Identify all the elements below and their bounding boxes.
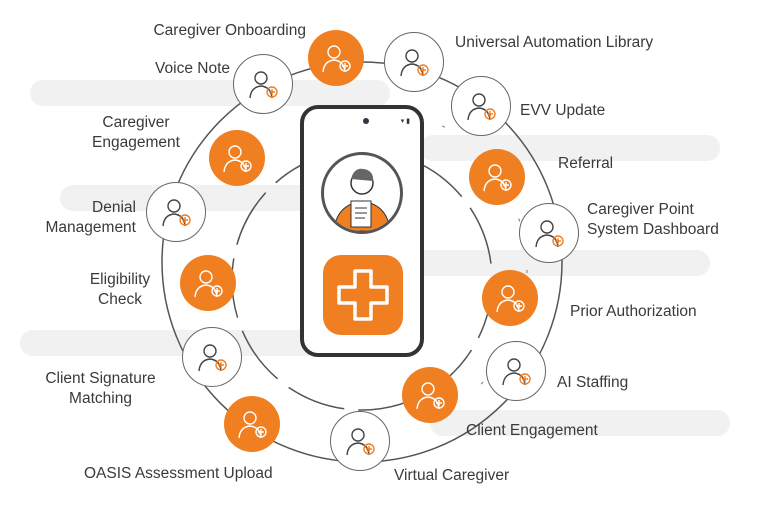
hands-person-icon (194, 270, 223, 298)
node-ai-staffing (486, 341, 546, 401)
label-virtual-caregiver: Virtual Caregiver (394, 467, 510, 484)
label-line: Caregiver Point (587, 201, 694, 218)
robot-icon (467, 93, 496, 121)
node-universal-automation-library (384, 32, 444, 92)
label-line: System Dashboard (587, 221, 719, 238)
label-referral: Referral (558, 155, 614, 172)
label-voice-note: Voice Note (155, 60, 230, 77)
label-line: Caregiver (102, 114, 170, 131)
node-denial-management (146, 182, 206, 242)
node-eligibility-check (180, 255, 236, 311)
caregiver-avatar-icon (321, 152, 403, 234)
label-client-engagement: Client Engagement (466, 422, 598, 439)
devices-icon (400, 49, 429, 77)
node-prior-authorization (482, 270, 538, 326)
label-ai-staffing: AI Staffing (557, 374, 629, 391)
node-voice-note (233, 54, 293, 114)
medical-plus-icon (323, 255, 403, 335)
gear-cycle-icon (223, 145, 252, 173)
node-client-signature-matching (182, 327, 242, 387)
signature-window-icon (198, 344, 227, 372)
label-oasis-assessment-upload: OASIS Assessment Upload (84, 465, 273, 482)
label-line: Check (98, 291, 142, 308)
node-caregiver-onboarding (308, 30, 364, 86)
node-caregiver-point-system-dashboard (519, 203, 579, 263)
phone-mockup: ▾ ▮ (300, 105, 424, 357)
label-line: Management (45, 219, 136, 236)
person-upload-icon (238, 411, 267, 439)
label-line: Denial (92, 199, 136, 216)
background-stripes (20, 80, 730, 436)
label-caregiver-onboarding: Caregiver Onboarding (153, 22, 306, 39)
node-caregiver-engagement (209, 130, 265, 186)
microphone-icon (249, 71, 278, 99)
node-client-engagement (402, 367, 458, 423)
middle-ring (196, 104, 528, 436)
money-hand-icon (162, 199, 191, 227)
virtual-window-icon (346, 428, 375, 456)
label-line: Matching (69, 390, 132, 407)
node-oasis-assessment-upload (224, 396, 280, 452)
camera-icon (363, 118, 369, 124)
nurse-plus-icon (483, 164, 512, 192)
caregiver-plus-icon (322, 45, 351, 73)
label-line: Engagement (92, 134, 180, 151)
document-plus-icon (496, 285, 525, 313)
label-universal-automation-library: Universal Automation Library (455, 34, 654, 51)
label-line: Eligibility (89, 271, 151, 288)
node-referral (469, 149, 525, 205)
node-evv-update (451, 76, 511, 136)
client-document-icon (416, 382, 445, 410)
label-evv-update: EVV Update (520, 102, 606, 119)
node-virtual-caregiver (330, 411, 390, 471)
ai-head-icon (502, 358, 531, 386)
status-icons: ▾ ▮ (400, 118, 410, 125)
dashboard-window-icon (535, 220, 564, 248)
label-prior-authorization: Prior Authorization (570, 303, 697, 320)
label-line: Client Signature (45, 370, 156, 387)
